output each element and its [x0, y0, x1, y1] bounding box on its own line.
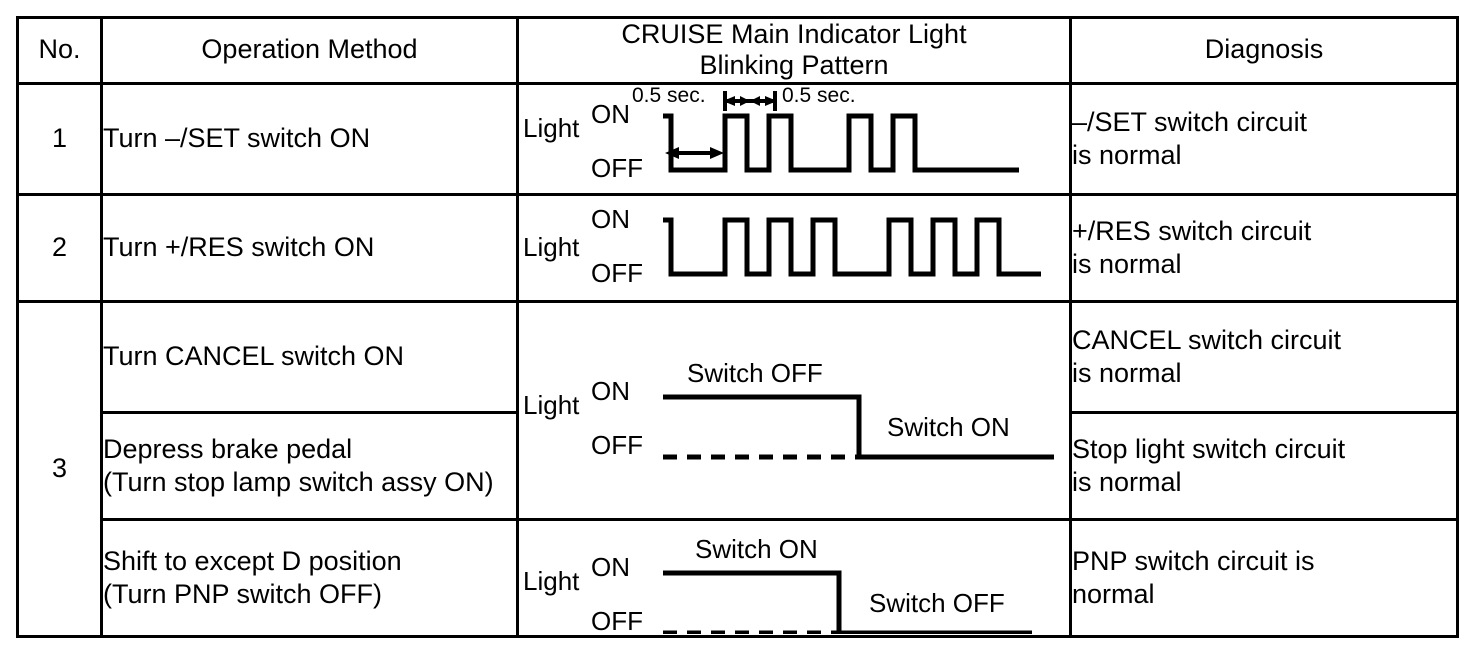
waveform-trace-set	[663, 113, 1019, 173]
table-row: 2 Turn +/RES switch ON Light ON OFF	[16, 192, 1459, 303]
waveform-cell-res: Light ON OFF	[516, 192, 1072, 303]
waveform-label-on: ON	[591, 376, 630, 406]
header-blinking-pattern-line1: CRUISE Main Indicator Light	[621, 19, 967, 49]
timing-arrow-short	[723, 90, 777, 111]
row-number-1: 1	[16, 81, 103, 196]
operation-method-3-line1: Turn CANCEL switch ON	[103, 341, 405, 372]
operation-method-1: Turn –/SET switch ON	[100, 81, 519, 196]
operation-method-4: Depress brake pedal (Turn stop lamp swit…	[100, 410, 519, 521]
waveform-cancel-figure: Light ON OFF Switch OFF Switch ON	[519, 304, 1072, 516]
diagnosis-3-line2: is normal	[1072, 357, 1182, 388]
table-row: 1 Turn –/SET switch ON Light ON OFF 0.5 …	[16, 81, 1459, 196]
diagnosis-5: PNP switch circuit is normal	[1069, 517, 1459, 638]
diagnosis-5-line1: PNP switch circuit is	[1072, 545, 1315, 576]
waveform-trace-pnp	[663, 570, 1032, 634]
waveform-cell-pnp: Light ON OFF Switch ON Switch OFF	[516, 517, 1072, 638]
header-no: No.	[16, 16, 103, 85]
waveform-pnp-svg: Light ON OFF Switch ON Switch OFF	[523, 534, 1032, 634]
waveform-cancel-svg: Light ON OFF Switch OFF Switch ON	[523, 358, 1054, 460]
cruise-indicator-diagnostic-table: No. Operation Method CRUISE Main Indicat…	[16, 16, 1459, 638]
switch-state-label-right: Switch ON	[887, 412, 1010, 442]
operation-method-5-line2: (Turn PNP switch OFF)	[103, 578, 383, 609]
header-diagnosis: Diagnosis	[1069, 16, 1459, 85]
waveform-cell-set: Light ON OFF 0.5 sec.	[516, 81, 1072, 196]
operation-method-4-line2: (Turn stop lamp switch assy ON)	[103, 466, 494, 497]
switch-state-label-right: Switch OFF	[869, 588, 1005, 618]
operation-method-1-line1: Turn –/SET switch ON	[103, 123, 371, 154]
waveform-label-light: Light	[523, 232, 580, 262]
diagnosis-2: +/RES switch circuit is normal	[1069, 192, 1459, 303]
switch-state-label-left: Switch ON	[695, 534, 818, 564]
diagnosis-1-line1: –/SET switch circuit	[1072, 106, 1308, 137]
operation-method-4-line1: Depress brake pedal	[103, 433, 353, 464]
table-header-row: No. Operation Method CRUISE Main Indicat…	[16, 16, 1459, 85]
table-row: Shift to except D position (Turn PNP swi…	[18, 517, 1459, 638]
waveform-trace-cancel	[663, 394, 1054, 460]
waveform-set-svg: Light ON OFF 0.5 sec.	[523, 85, 1019, 183]
operation-method-3: Turn CANCEL switch ON	[100, 299, 519, 414]
waveform-set-figure: Light ON OFF 0.5 sec.	[519, 85, 1072, 193]
table-row: Depress brake pedal (Turn stop lamp swit…	[18, 410, 1459, 521]
waveform-label-light: Light	[523, 113, 580, 143]
diagnosis-1: –/SET switch circuit is normal	[1069, 81, 1459, 196]
timing-label-long: 0.5 sec.	[632, 85, 706, 107]
row-number-3: 3	[16, 299, 103, 638]
header-blinking-pattern: CRUISE Main Indicator Light Blinking Pat…	[516, 16, 1072, 85]
waveform-label-off: OFF	[591, 606, 643, 634]
waveform-label-light: Light	[523, 566, 580, 596]
diagnosis-4-line1: Stop light switch circuit	[1072, 433, 1346, 464]
waveform-res-figure: Light ON OFF	[519, 196, 1072, 300]
table-row: 3 Turn CANCEL switch ON Light ON OFF Swi…	[16, 299, 1459, 638]
switch-state-label-left: Switch OFF	[687, 358, 823, 388]
waveform-pnp-figure: Light ON OFF Switch ON Switch OFF	[519, 522, 1072, 634]
header-operation-method: Operation Method	[100, 16, 519, 85]
diagnosis-4-line2: is normal	[1072, 466, 1182, 497]
diagnosis-2-line2: is normal	[1072, 248, 1182, 279]
operation-method-2-line1: Turn +/RES switch ON	[103, 232, 375, 263]
waveform-label-on: ON	[591, 99, 630, 129]
waveform-label-off: OFF	[591, 258, 643, 288]
waveform-label-on: ON	[591, 204, 630, 234]
diagnosis-4: Stop light switch circuit is normal	[1069, 410, 1459, 521]
operation-method-2: Turn +/RES switch ON	[100, 192, 519, 303]
diagnosis-3-line1: CANCEL switch circuit	[1072, 324, 1342, 355]
diagnosis-2-line1: +/RES switch circuit	[1072, 215, 1312, 246]
diagnosis-5-line2: normal	[1072, 578, 1155, 609]
waveform-label-light: Light	[523, 390, 580, 420]
diagnosis-1-line2: is normal	[1072, 139, 1182, 170]
waveform-trace-res	[663, 217, 1041, 277]
operation-method-5: Shift to except D position (Turn PNP swi…	[100, 517, 519, 638]
timing-arrow-long	[665, 146, 724, 159]
waveform-cell-cancel-brake: Light ON OFF Switch OFF Switch ON	[516, 299, 1072, 521]
operation-method-5-line1: Shift to except D position	[103, 545, 402, 576]
timing-label-short: 0.5 sec.	[782, 85, 856, 107]
waveform-label-off: OFF	[591, 153, 643, 183]
diagnosis-3: CANCEL switch circuit is normal	[1069, 299, 1459, 414]
row-number-2: 2	[16, 192, 103, 303]
waveform-label-on: ON	[591, 552, 630, 582]
header-blinking-pattern-line2: Blinking Pattern	[699, 50, 889, 81]
waveform-label-off: OFF	[591, 430, 643, 460]
waveform-res-svg: Light ON OFF	[523, 204, 1041, 288]
